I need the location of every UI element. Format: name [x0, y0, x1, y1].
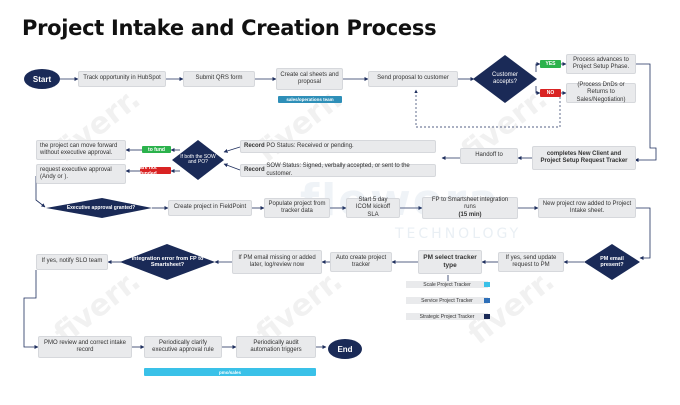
both-received-decision: If both the SOW and PO? — [180, 153, 216, 165]
po-status-step: Record PO Status: Received or pending. — [240, 140, 436, 153]
service-tracker-bar — [484, 298, 490, 303]
send-proposal-step: Send proposal to customer — [368, 71, 458, 87]
connector — [634, 63, 657, 162]
pm-select-step: PM select tracker type — [418, 250, 482, 274]
submit-qrs-step: Submit QRS form — [183, 71, 255, 87]
bottom-team-tag: pmo/sales — [144, 368, 316, 376]
connector — [636, 207, 651, 260]
start-node-shape — [24, 69, 60, 89]
track-opportunity-step: Track opportunity in HubSpot — [78, 71, 166, 87]
pm-missing-step: If PM email missing or added later, log/… — [232, 250, 322, 274]
notify-slo-label: If yes, notify SLO team — [41, 258, 103, 265]
connector — [535, 62, 541, 72]
strategic-tracker-option: Strategic Project Tracker — [406, 313, 488, 320]
end-node-shape — [328, 339, 362, 359]
integration-error-decision: Integration error from FP to Smartsheet? — [131, 255, 204, 268]
integration-error-diamond — [120, 244, 215, 280]
po-status-text: PO Status: Received or pending. — [266, 142, 354, 149]
exec-granted-decision: Executive approval granted? — [66, 205, 136, 211]
create-fieldpoint-step: Create project in FieldPoint — [168, 200, 252, 216]
to-fund-tag: to fund — [142, 146, 171, 153]
not-funded-tag: are not funded — [140, 165, 171, 177]
connector — [535, 86, 541, 95]
page-title: Project Intake and Creation Process — [22, 16, 437, 40]
connector — [35, 176, 46, 208]
sow-label: Record — [244, 166, 265, 173]
sow-status-step: Record SOW Status: Signed, verbally acce… — [240, 163, 436, 177]
pm-email-diamond — [584, 244, 640, 280]
service-tracker-option: Service Project Tracker — [406, 297, 488, 304]
send-update-step: If yes, send update request to PM — [498, 252, 564, 272]
complete-tracker-label: completes New Client and Project Setup R… — [540, 150, 628, 164]
no-tag: NO — [540, 89, 561, 97]
audit-triggers-step: Periodically audit automation triggers — [236, 336, 316, 358]
advance-setup-step: Process advances to Project Setup Phase. — [566, 54, 636, 74]
fp-integration-label: FP to Smartsheet integration runs — [431, 197, 509, 211]
brand-watermark-sub: TECHNOLOGY — [395, 226, 522, 242]
connector — [223, 146, 241, 153]
start-node: Start — [32, 74, 52, 84]
start-sla-step: Start 5 day ICOM kickoff SLA — [346, 197, 400, 218]
auto-create-step: Auto create project tracker — [330, 252, 392, 272]
populate-step: Populate project from tracker data — [264, 198, 330, 218]
customer-accepts-diamond — [473, 55, 537, 103]
strategic-tracker-bar — [484, 314, 490, 319]
both-received-diamond — [172, 140, 224, 180]
end-node: End — [337, 344, 353, 354]
sales-team-tag: sales/operations team — [278, 96, 342, 103]
pmo-review-step: PMO review and correct intake record — [38, 336, 132, 358]
fp-integration-step: FP to Smartsheet integration runs (15 mi… — [422, 197, 518, 219]
connector-dashed — [414, 89, 561, 128]
create-sheet-step: Create cal sheets and proposal — [276, 68, 343, 90]
scale-tracker-option: Scale Project Tracker — [406, 281, 488, 288]
send-update-label: If yes, send update request to PM — [505, 254, 557, 268]
clarify-rule-step: Periodically clarify executive approval … — [144, 336, 222, 358]
customer-accepts-decision: Customer accepts? — [491, 72, 518, 85]
connector — [23, 270, 39, 349]
new-row-step: New project row added to Project Intake … — [538, 198, 636, 218]
fp-integration-time: (15 min) — [458, 211, 482, 218]
pm-email-decision: PM email present? — [600, 255, 624, 268]
move-forward-step: the project can move forward without exe… — [36, 140, 126, 160]
connector — [223, 163, 241, 171]
exec-granted-diamond — [46, 198, 152, 218]
complete-tracker-step: completes New Client and Project Setup R… — [532, 146, 636, 170]
sow-status-text: SOW Status: Signed, verbally accepted, o… — [266, 163, 410, 177]
process-dnds-step: (Process DnDs or Returns to Sales/Negoti… — [566, 82, 636, 103]
po-label: Record — [244, 142, 265, 149]
notify-slo-step: If yes, notify SLO team — [36, 254, 108, 270]
handoff-step: Handoff to — [460, 148, 518, 164]
yes-tag: YES — [540, 60, 561, 68]
request-approval-step: request executive approval (Andy or ). — [36, 164, 126, 184]
scale-tracker-bar — [484, 282, 490, 287]
